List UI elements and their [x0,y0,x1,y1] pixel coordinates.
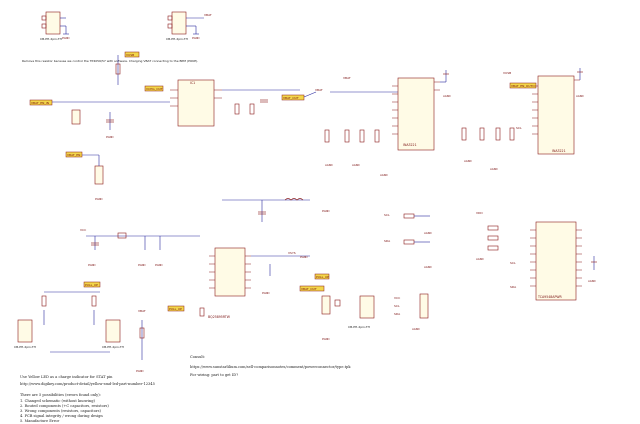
svg-text:VBAT: VBAT [204,13,212,17]
svg-text:AGND: AGND [412,327,420,331]
svg-text:SDA: SDA [394,312,401,316]
svg-text:VBAT: VBAT [138,309,146,313]
svg-text:INA3221: INA3221 [552,149,566,153]
svg-text:https://www.sunstarlilium.com/: https://www.sunstarlilium.com/sell-compa… [190,365,351,369]
svg-text:PGND: PGND [192,36,200,40]
svg-text:AGND: AGND [424,231,432,235]
svg-text:1. Changed schematic (without: 1. Changed schematic (without knowing) [20,399,96,403]
svg-text:PGND: PGND [262,291,270,295]
svg-text:3. Wrong components (resistors: 3. Wrong components (resistors, capacito… [20,409,101,413]
svg-text:SCL: SCL [384,213,390,217]
svg-text:PULL_UP: PULL_UP [85,283,98,287]
svg-text:CB-PH-2pin-TH: CB-PH-2pin-TH [40,37,62,41]
svg-text:VCC: VCC [394,296,400,300]
svg-text:CB-PH-2pin-TH: CB-PH-2pin-TH [102,345,124,349]
svg-text:PGND: PGND [322,337,330,341]
svg-text:SDA: SDA [384,239,391,243]
svg-text:BQ25895RTW: BQ25895RTW [208,315,231,319]
gnd-symbols-top: PGND PGND [62,26,200,40]
footnotes-center: Consult: https://www.sunstarlilium.com/s… [190,355,351,377]
connector-j2: CB-PH-2pin-TH VBAT [166,11,212,41]
i2c-pullups: SCL SDA AGND AGND [384,213,432,269]
svg-text:TCA9548APWR: TCA9548APWR [537,295,563,299]
svg-text:IC1: IC1 [190,81,195,85]
svg-text:CB-PH-2pin-TH: CB-PH-2pin-TH [166,37,188,41]
svg-text:5. Manufacture Error: 5. Manufacture Error [20,419,59,423]
svg-text:AGND: AGND [443,94,451,98]
svg-text:AGND: AGND [352,163,360,167]
svg-text:PGND: PGND [155,263,163,267]
svg-text:Consult:: Consult: [190,355,205,359]
svg-text:PULL_UP: PULL_UP [316,275,329,279]
adc-section-2: VBAT_EN_OUT VUSB INA3221 SCL AGND AGND A… [461,68,584,171]
svg-text:VSYS: VSYS [288,251,296,255]
adc-section-1: VBAT INA3221 AGND AGND AGND AGND [324,70,451,177]
svg-text:INA3221: INA3221 [403,143,417,147]
svg-text:4. PCB signal integrity / wron: 4. PCB signal integrity / wrong during d… [20,414,103,418]
connector-j1: CB-PH-2pin-TH [40,11,66,41]
svg-text:2. Routed components (+C capac: 2. Routed components (+C capacitors, res… [20,404,109,408]
power-section: VCC PGND PGND PGND BQ25895RTW PGND VSYS … [80,198,375,341]
svg-text:SCL: SCL [394,304,400,308]
svg-text:VBAT_EN_IN: VBAT_EN_IN [31,101,49,105]
svg-text:PGND: PGND [322,209,330,213]
svg-text:VCHG_OUT: VCHG_OUT [146,87,163,91]
svg-text:VUSB: VUSB [126,53,134,57]
svg-text:VUSB: VUSB [503,71,511,75]
header-block: VCC SCL SDA AGND [394,293,429,331]
svg-text:AGND: AGND [464,159,472,163]
svg-text:AGND: AGND [588,279,596,283]
svg-text:CB-PH-2pin-TH: CB-PH-2pin-TH [14,345,36,349]
svg-text:PGND: PGND [62,36,70,40]
svg-text:VBAT_EN: VBAT_EN [67,153,80,157]
svg-text:AGND: AGND [490,167,498,171]
svg-text:There are 5 possibilities (err: There are 5 possibilities (errors found … [20,393,101,397]
charger-section: Remove this resistor because we control … [22,51,323,201]
svg-text:AGND: AGND [325,163,333,167]
svg-text:VBAT: VBAT [343,76,351,80]
svg-text:CB-PH-2pin-TH: CB-PH-2pin-TH [348,325,370,329]
svg-text:PGND: PGND [106,135,114,139]
svg-text:AGND: AGND [476,257,484,261]
svg-text:PGND: PGND [300,255,308,259]
svg-text:VBAT_EN_OUT: VBAT_EN_OUT [511,84,532,88]
svg-text:Remove this resistor because w: Remove this resistor because we control … [22,59,198,63]
svg-text:VBAT_OUT: VBAT_OUT [283,96,299,100]
svg-text:PGND: PGND [95,197,103,201]
svg-text:AGND: AGND [576,94,584,98]
mux-section: VDD TCA9548APWR SCL SDA AGND AGND [476,211,597,301]
svg-text:PULL_UP: PULL_UP [169,307,182,311]
led-section: PULL_UP CB-PH-2pin-TH CB-PH-2pin-TH VBAT… [14,281,146,373]
svg-text:PGND: PGND [88,263,96,267]
svg-text:VDD: VDD [476,211,483,215]
svg-text:For wiring: part to get ID?: For wiring: part to get ID? [190,373,238,377]
svg-text:VCC: VCC [80,228,86,232]
svg-text:PGND: PGND [136,369,144,373]
svg-text:http://www.digikey.com/product: http://www.digikey.com/product-detail/ye… [20,382,156,386]
svg-text:Use Yellow LED as a charge ind: Use Yellow LED as a charge indicator for… [20,375,113,379]
svg-text:SCL: SCL [516,126,522,130]
footnotes-left: Use Yellow LED as a charge indicator for… [20,375,156,423]
svg-text:AGND: AGND [380,173,388,177]
svg-text:VBAT_OUT: VBAT_OUT [301,287,317,291]
svg-text:SCL: SCL [510,261,516,265]
svg-text:SDA: SDA [510,285,517,289]
svg-text:PGND: PGND [138,263,146,267]
svg-text:AGND: AGND [424,265,432,269]
svg-text:VBAT: VBAT [315,88,323,92]
